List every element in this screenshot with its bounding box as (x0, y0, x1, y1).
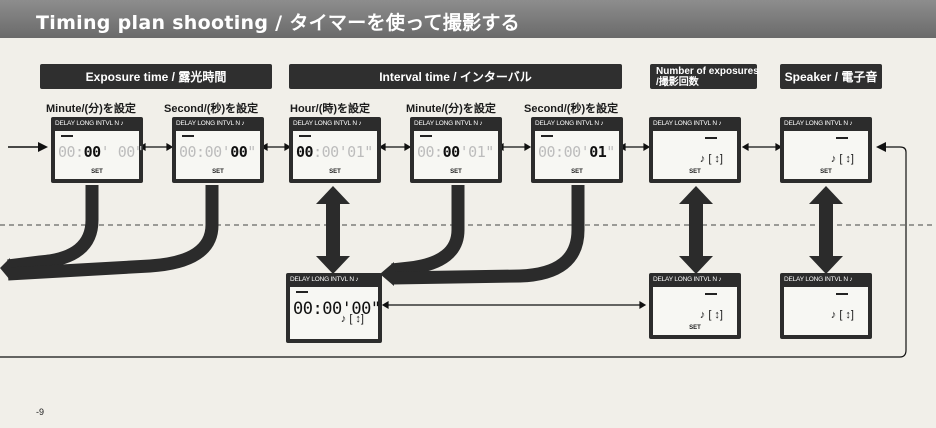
lcd-indicators: DELAY LONG INTVL N ♪ (290, 276, 359, 283)
label-int-second: Second/(秒)を設定 (524, 103, 619, 115)
lcd-digits: 00:00'01" (296, 143, 373, 161)
page-number: -9 (36, 407, 45, 417)
lcd-set: SET (212, 169, 224, 175)
lcd-set: SET (91, 169, 103, 175)
lcd-speaker-result: DELAY LONG INTVL N ♪ ♪ [ ↕] (780, 273, 872, 339)
lcd-set: SET (689, 325, 701, 331)
lcd-indicators: DELAY LONG INTVL N ♪ (653, 120, 722, 127)
label-ex-second: Second/(秒)を設定 (164, 103, 259, 115)
lcd-exposure-second: DELAY LONG INTVL N ♪ 00:00'00" SET (172, 117, 264, 183)
section-number-of-exposures: Number of exposures /撮影回数 (650, 64, 759, 89)
number-line1: Number of exposures (656, 65, 759, 77)
lcd-number-of-exposures: DELAY LONG INTVL N ♪ ♪ [ ↕] SET (649, 117, 741, 183)
page-title: Timing plan shooting / タイマーを使って撮影する (36, 12, 520, 34)
lcd-speaker-bracket: ♪ [ ↕] (830, 309, 854, 321)
lcd-set: SET (571, 169, 583, 175)
lcd-interval-second: DELAY LONG INTVL N ♪ 00:00'01" SET (531, 117, 623, 183)
lcd-digits: 00:00'00" (179, 143, 256, 161)
lcd-speaker-bracket: ♪ [ ↕] (699, 153, 723, 165)
lcd-digits: 00:00'01" (538, 143, 615, 161)
lcd-digits: 00:00' 00" (58, 143, 144, 161)
section-exposure-time: Exposure time / 露光時間 (40, 64, 272, 89)
lcd-indicators: DELAY LONG INTVL N ♪ (55, 120, 124, 127)
lcd-number-result: DELAY LONG INTVL N ♪ ♪ [ ↕] SET (649, 273, 741, 339)
number-line2: /撮影回数 (656, 76, 699, 88)
lcd-indicators: DELAY LONG INTVL N ♪ (784, 276, 853, 283)
lcd-speaker-bracket: ♪ [ ↕] (699, 309, 723, 321)
curve-exposure-1 (7, 185, 99, 273)
lcd-digits: 00:00'00" (293, 299, 381, 319)
lcd-indicators: DELAY LONG INTVL N ♪ (784, 120, 853, 127)
lcd-indicators: DELAY LONG INTVL N ♪ (414, 120, 483, 127)
vertical-double-arrows (316, 186, 843, 274)
curve-interval-min (391, 185, 465, 277)
lcd-set: SET (689, 169, 701, 175)
label-int-hour: Hour/(時)を設定 (290, 103, 371, 115)
lcd-speaker-bracket: ♪ [ ↕] (340, 313, 364, 325)
lcd-speaker-bracket: ♪ [ ↕] (830, 153, 854, 165)
label-ex-minute: Minute/(分)を設定 (46, 103, 136, 115)
return-loop (0, 146, 907, 358)
lcd-set: SET (450, 169, 462, 175)
lcd-interval-hour: DELAY LONG INTVL N ♪ 00:00'01" SET (289, 117, 381, 183)
section-speaker: Speaker / 電子音 (780, 64, 882, 89)
curve-exposure-2 (7, 185, 219, 281)
lcd-speaker: DELAY LONG INTVL N ♪ ♪ [ ↕] SET (780, 117, 872, 183)
lcd-indicators: DELAY LONG INTVL N ♪ (176, 120, 245, 127)
page-header: Timing plan shooting / タイマーを使って撮影する (0, 0, 936, 38)
lcd-indicators: DELAY LONG INTVL N ♪ (293, 120, 362, 127)
label-int-minute: Minute/(分)を設定 (406, 103, 496, 115)
lcd-result: DELAY LONG INTVL N ♪ 00:00'00" ♪ [ ↕] (286, 273, 382, 343)
lcd-digits: 00:00'01" (417, 143, 494, 161)
lcd-exposure-minute: DELAY LONG INTVL N ♪ 00:00' 00" SET (51, 117, 144, 183)
lcd-indicators: DELAY LONG INTVL N ♪ (535, 120, 604, 127)
lcd-set: SET (820, 169, 832, 175)
lcd-interval-minute: DELAY LONG INTVL N ♪ 00:00'01" SET (410, 117, 502, 183)
curve-interval-sec (391, 185, 585, 285)
lcd-set: SET (329, 169, 341, 175)
lcd-indicators: DELAY LONG INTVL N ♪ (653, 276, 722, 283)
section-interval-time: Interval time / インターバル (289, 64, 622, 89)
